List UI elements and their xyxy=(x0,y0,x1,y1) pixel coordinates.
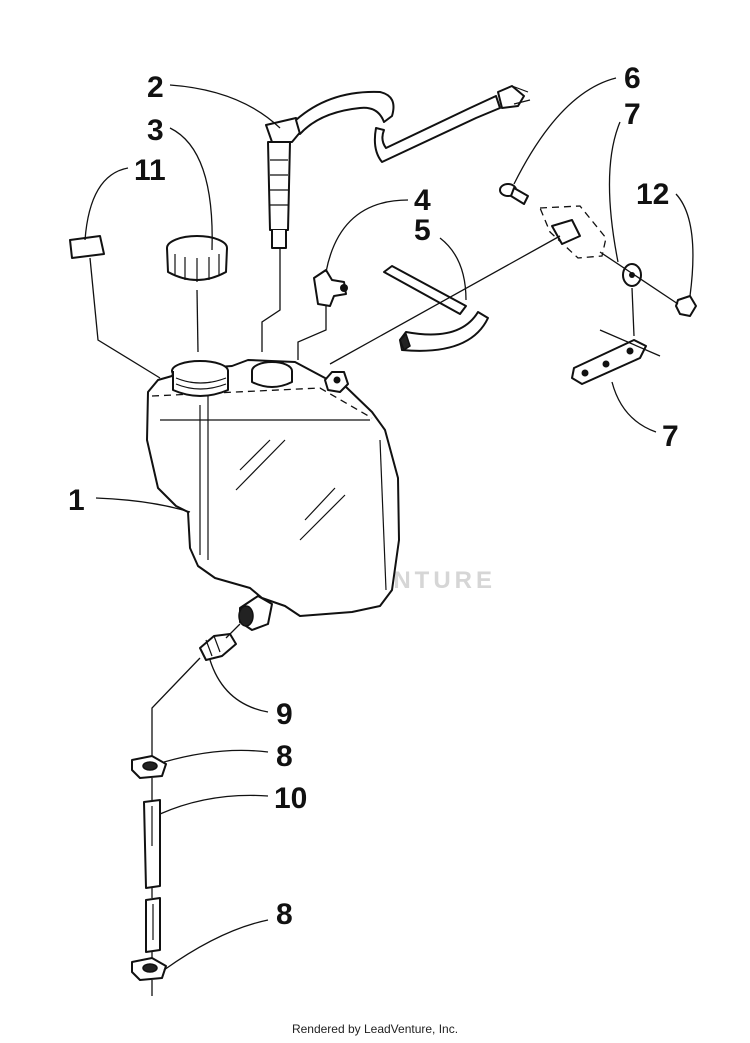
vent-hose xyxy=(383,265,489,352)
callout-12: 12 xyxy=(636,178,669,211)
elbow-fitting xyxy=(313,269,348,307)
callout-9: 9 xyxy=(276,698,293,731)
callout-7-upper: 7 xyxy=(624,98,641,131)
callout-1: 1 xyxy=(68,484,85,517)
bolt xyxy=(499,183,529,205)
outlet-fitting xyxy=(199,633,237,661)
oil-tank xyxy=(146,359,400,631)
callout-5: 5 xyxy=(414,214,431,247)
hose-clamp-lower xyxy=(131,957,167,981)
callout-10: 10 xyxy=(274,782,307,815)
decal xyxy=(69,235,105,259)
callout-6: 6 xyxy=(624,62,641,95)
oil-hose xyxy=(143,799,161,953)
mounting-plate xyxy=(571,339,647,385)
callout-8-lower: 8 xyxy=(276,898,293,931)
washer xyxy=(622,263,642,287)
oil-level-sender xyxy=(265,85,531,249)
nut xyxy=(675,295,697,317)
footer-credit: Rendered by LeadVenture, Inc. xyxy=(291,1022,459,1036)
callout-3: 3 xyxy=(147,114,164,147)
callout-8-upper: 8 xyxy=(276,740,293,773)
callouts: 1 2 3 4 5 6 7 7 8 8 9 10 11 12 xyxy=(68,62,679,931)
filler-cap xyxy=(166,235,228,282)
callout-4: 4 xyxy=(414,184,431,217)
hose-clamp-upper xyxy=(131,755,167,779)
callout-7-lower: 7 xyxy=(662,420,679,453)
leader-lines xyxy=(84,77,694,996)
mount-bracket xyxy=(539,205,607,259)
callout-2: 2 xyxy=(147,71,164,104)
callout-11: 11 xyxy=(134,154,166,187)
